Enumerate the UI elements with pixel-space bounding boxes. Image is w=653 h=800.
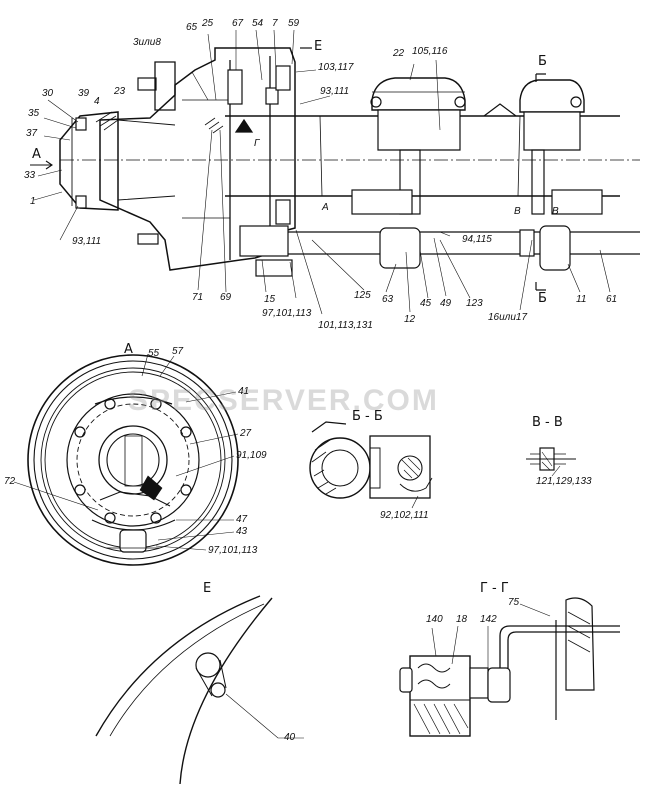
callout-16-or-17: 16или17 [488,312,528,323]
view-a-brake [13,353,239,566]
callout-57: 57 [172,346,184,357]
callout-27: 27 [240,428,252,439]
section-title-b-b: Б - Б [352,409,383,424]
callout-105-116: 105,116 [412,46,448,57]
cut-label-v-right: В [552,206,559,217]
callout-63: 63 [382,294,394,305]
callout-35: 35 [28,108,40,119]
callout-94-115: 94,115 [462,234,492,245]
cut-label-a-small: А [322,202,329,213]
cut-label-b-top: Б [538,54,547,69]
callout-43: 43 [236,526,248,537]
section-b-b [309,421,433,509]
callout-45: 45 [420,298,432,309]
callout-67: 67 [232,18,244,29]
callout-18: 18 [456,614,468,625]
callout-92-102-111: 92,102,111 [380,510,429,521]
callout-30: 30 [42,88,54,99]
callout-75: 75 [508,597,520,608]
section-g-g [399,597,620,737]
section-title-e: Е [203,581,212,596]
callout-23: 23 [114,86,126,97]
callout-47: 47 [236,514,248,525]
callout-4: 4 [94,96,100,107]
callout-72: 72 [4,476,16,487]
callout-93-111-top: 93,111 [320,86,350,97]
callout-22: 22 [393,48,405,59]
callout-121-129-133: 121,129,133 [536,476,592,487]
callout-93-111-left: 93,111 [72,236,102,247]
callout-101-113-131: 101,113,131 [318,320,373,331]
callout-7: 7 [272,18,278,29]
section-title-g-g: Г - Г [480,581,509,596]
cut-label-g: Г [254,138,260,149]
callout-12: 12 [404,314,416,325]
callout-25: 25 [202,18,214,29]
callout-1: 1 [30,196,36,207]
callout-37: 37 [26,128,38,139]
callout-15: 15 [264,294,276,305]
callout-39: 39 [78,88,90,99]
section-title-a: А [124,342,133,357]
callout-40: 40 [284,732,296,743]
callout-142: 142 [480,614,497,625]
section-v-v [526,447,576,477]
section-title-v-v: В - В [532,415,563,430]
callout-54: 54 [252,18,264,29]
callout-97-101-113-top: 97,101,113 [262,308,312,319]
cut-label-e: Е [314,39,323,54]
callout-49: 49 [440,298,452,309]
callout-69: 69 [220,292,232,303]
callout-33: 33 [24,170,36,181]
callout-91-109: 91,109 [236,450,267,461]
callout-59: 59 [288,18,300,29]
arrow-label-a: А [32,147,41,162]
cut-label-v-left: В [514,206,521,217]
watermark: SPECSERVER.COM [128,384,439,417]
callout-97-101-113-bottom: 97,101,113 [208,545,258,556]
callout-125: 125 [354,290,371,301]
callout-103-117: 103,117 [318,62,354,73]
callout-3-or-8: 3или8 [133,37,161,48]
callout-61: 61 [606,294,618,305]
view-e [95,595,304,785]
callout-65: 65 [186,22,198,33]
callout-123: 123 [466,298,483,309]
cut-label-b-bottom: Б [538,291,547,306]
callout-140: 140 [426,614,443,625]
callout-55: 55 [148,348,160,359]
callout-41: 41 [238,386,250,397]
main-assembly-view [30,29,640,315]
callout-71: 71 [192,292,204,303]
callout-11: 11 [576,294,587,305]
